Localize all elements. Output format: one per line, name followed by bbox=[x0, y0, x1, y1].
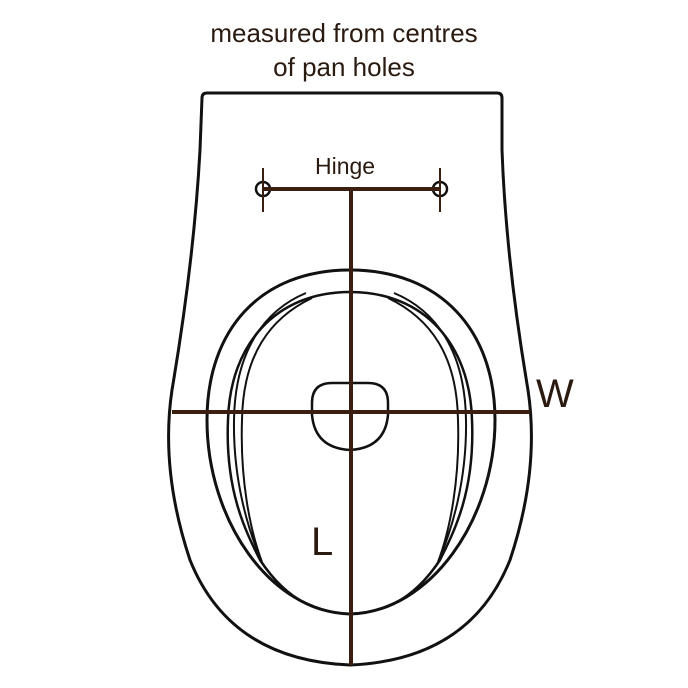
caption-line-2: of pan holes bbox=[273, 52, 415, 82]
caption-line-1: measured from centres bbox=[210, 18, 478, 48]
seat-inner-rim bbox=[349, 290, 474, 616]
caption: measured from centres of pan holes bbox=[0, 16, 688, 84]
seat-pad-right bbox=[387, 292, 468, 563]
width-label: W bbox=[536, 372, 574, 416]
measurement-lines bbox=[172, 168, 530, 665]
seat-inner-rim-left bbox=[226, 290, 351, 616]
length-label: L bbox=[311, 520, 334, 564]
seat-pad-left bbox=[232, 292, 313, 563]
hinge-label: Hinge bbox=[315, 153, 376, 179]
